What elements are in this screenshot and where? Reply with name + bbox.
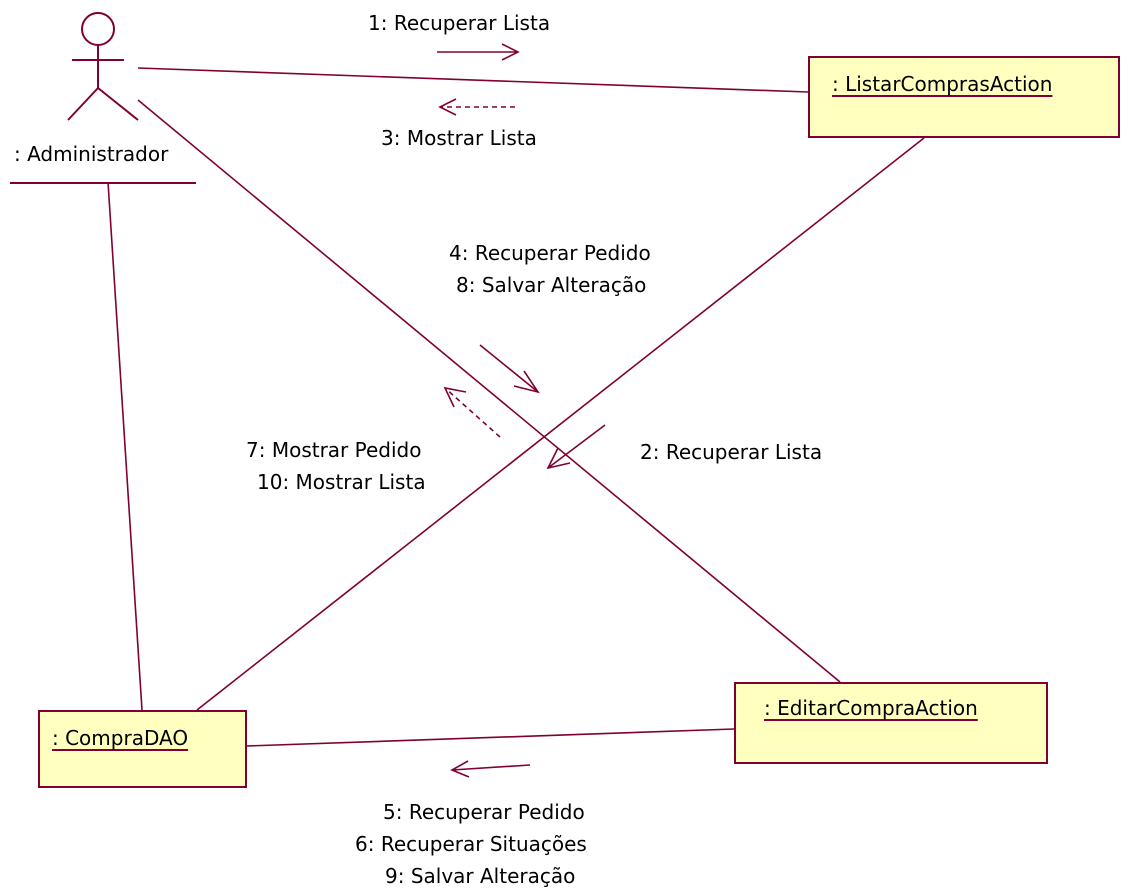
actor-left-leg [67, 87, 99, 121]
arrow-msg-2 [546, 424, 606, 470]
link-administrador-compradao [107, 181, 143, 711]
message-label-1: 1: Recuperar Lista [368, 11, 551, 35]
message-label-5: 5: Recuperar Pedido [383, 800, 585, 824]
link-administrador-editar [137, 99, 841, 683]
object-editar-compra-action-label: : EditarCompraAction [764, 696, 978, 720]
message-label-10: 10: Mostrar Lista [257, 470, 426, 494]
message-label-7: 7: Mostrar Pedido [246, 438, 422, 462]
object-listar-compras-action-label: : ListarComprasAction [832, 72, 1053, 96]
message-label-6: 6: Recuperar Situações [355, 832, 587, 856]
link-administrador-listar [137, 67, 809, 93]
arrow-msg-7-10 [443, 386, 501, 438]
arrow-msg-4-8 [479, 344, 540, 394]
actor-figure [67, 12, 139, 121]
message-label-8: 8: Salvar Alteração [456, 273, 647, 297]
link-listar-compradao [196, 137, 925, 711]
actor-name-label: : Administrador [14, 142, 169, 166]
actor-right-leg [97, 87, 139, 121]
object-listar-compras-action[interactable]: : ListarComprasAction [808, 56, 1120, 138]
link-compradao-editar [246, 728, 735, 747]
arrow-msg-5-6-9 [450, 760, 531, 778]
object-compra-dao[interactable]: : CompraDAO [38, 710, 247, 788]
arrow-msg-1 [437, 43, 520, 61]
arrow-msg-3 [438, 98, 515, 116]
message-label-2: 2: Recuperar Lista [640, 440, 823, 464]
message-label-9: 9: Salvar Alteração [385, 864, 576, 888]
actor-head [81, 12, 115, 46]
object-compra-dao-label: : CompraDAO [52, 726, 189, 750]
message-label-3: 3: Mostrar Lista [381, 126, 537, 150]
message-label-4: 4: Recuperar Pedido [449, 241, 651, 265]
object-editar-compra-action[interactable]: : EditarCompraAction [734, 682, 1048, 764]
